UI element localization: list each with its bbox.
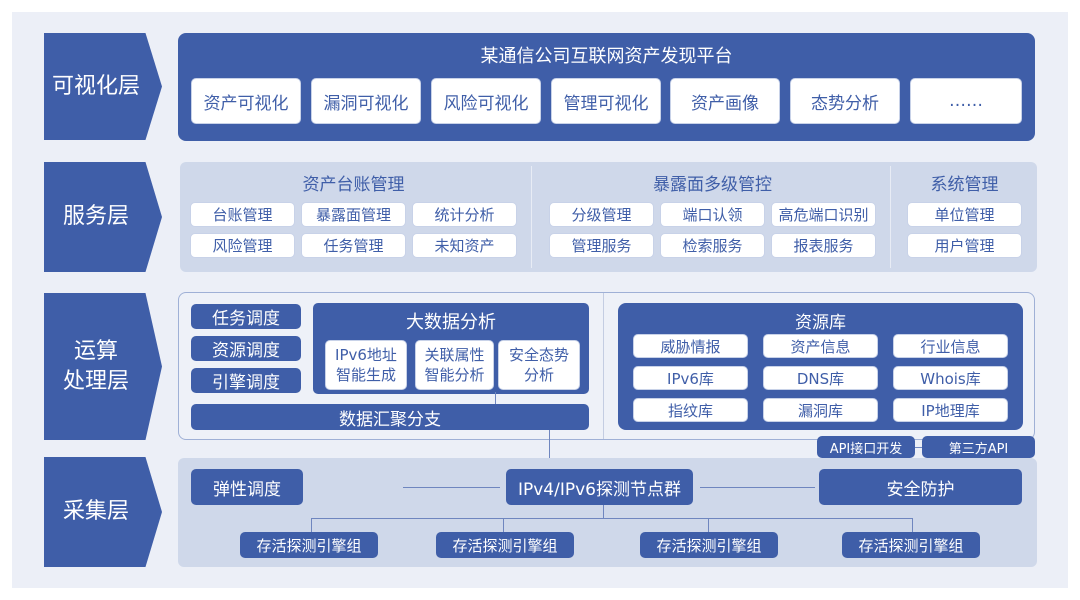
service-item: 统计分析	[412, 202, 517, 227]
resource-item: 漏洞库	[763, 398, 878, 422]
service-item: 台账管理	[190, 202, 295, 227]
service-item: 管理服务	[549, 233, 654, 258]
service-item: 风险管理	[190, 233, 295, 258]
resource-item: DNS库	[763, 366, 878, 390]
resource-item: IPv6库	[633, 366, 748, 390]
resource-item: 指纹库	[633, 398, 748, 422]
resource-item: IP地理库	[893, 398, 1008, 422]
visual-item: 资产画像	[670, 78, 780, 124]
schedule-item: 资源调度	[191, 336, 301, 361]
resource-item: 行业信息	[893, 334, 1008, 358]
api-dev-box: API接口开发	[817, 436, 915, 458]
third-party-api-box: 第三方API	[922, 436, 1035, 458]
bigdata-item: 关联属性 智能分析	[415, 340, 494, 390]
service-item: 端口认领	[660, 202, 765, 227]
elastic-scheduling: 弹性调度	[191, 469, 303, 505]
schedule-item: 任务调度	[191, 304, 301, 329]
visual-item: 资产可视化	[191, 78, 301, 124]
data-aggregation-branch: 数据汇聚分支	[191, 404, 589, 430]
service-item: 未知资产	[412, 233, 517, 258]
liveness-engine-group: 存活探测引擎组	[436, 532, 574, 558]
service-item: 任务管理	[301, 233, 406, 258]
service-item: 暴露面管理	[301, 202, 406, 227]
service-item: 检索服务	[660, 233, 765, 258]
service-item: 单位管理	[907, 202, 1022, 227]
layer-label-compute: 运算 处理层	[44, 293, 162, 440]
liveness-engine-group: 存活探测引擎组	[842, 532, 980, 558]
bigdata-title: 大数据分析	[406, 312, 496, 333]
service-item: 报表服务	[771, 233, 876, 258]
schedule-item: 引擎调度	[191, 368, 301, 393]
service-item: 高危端口识别	[771, 202, 876, 227]
resource-item: 资产信息	[763, 334, 878, 358]
visual-item: 态势分析	[790, 78, 900, 124]
resource-item: 威胁情报	[633, 334, 748, 358]
security-protection: 安全防护	[819, 469, 1022, 505]
service-group-title: 资产台账管理	[302, 174, 405, 195]
visual-item: 管理可视化	[551, 78, 661, 124]
layer-label-collect: 采集层	[44, 457, 162, 567]
visual-item: ……	[910, 78, 1022, 124]
probe-node-cluster: IPv4/IPv6探测节点群	[506, 469, 693, 505]
visual-item: 风险可视化	[431, 78, 541, 124]
liveness-engine-group: 存活探测引擎组	[640, 532, 778, 558]
service-group-title: 暴露面多级管控	[653, 174, 772, 195]
liveness-engine-group: 存活探测引擎组	[240, 532, 378, 558]
platform-title: 某通信公司互联网资产发现平台	[480, 46, 733, 67]
visual-item: 漏洞可视化	[311, 78, 421, 124]
service-item: 分级管理	[549, 202, 654, 227]
bigdata-item: IPv6地址 智能生成	[325, 340, 407, 390]
layer-label-service: 服务层	[44, 162, 162, 272]
service-item: 用户管理	[907, 233, 1022, 258]
resource-item: Whois库	[893, 366, 1008, 390]
bigdata-item: 安全态势 分析	[498, 340, 580, 390]
resource-repo-title: 资源库	[795, 312, 846, 333]
service-group-title: 系统管理	[930, 174, 999, 195]
layer-label-visual: 可视化层	[44, 33, 162, 140]
